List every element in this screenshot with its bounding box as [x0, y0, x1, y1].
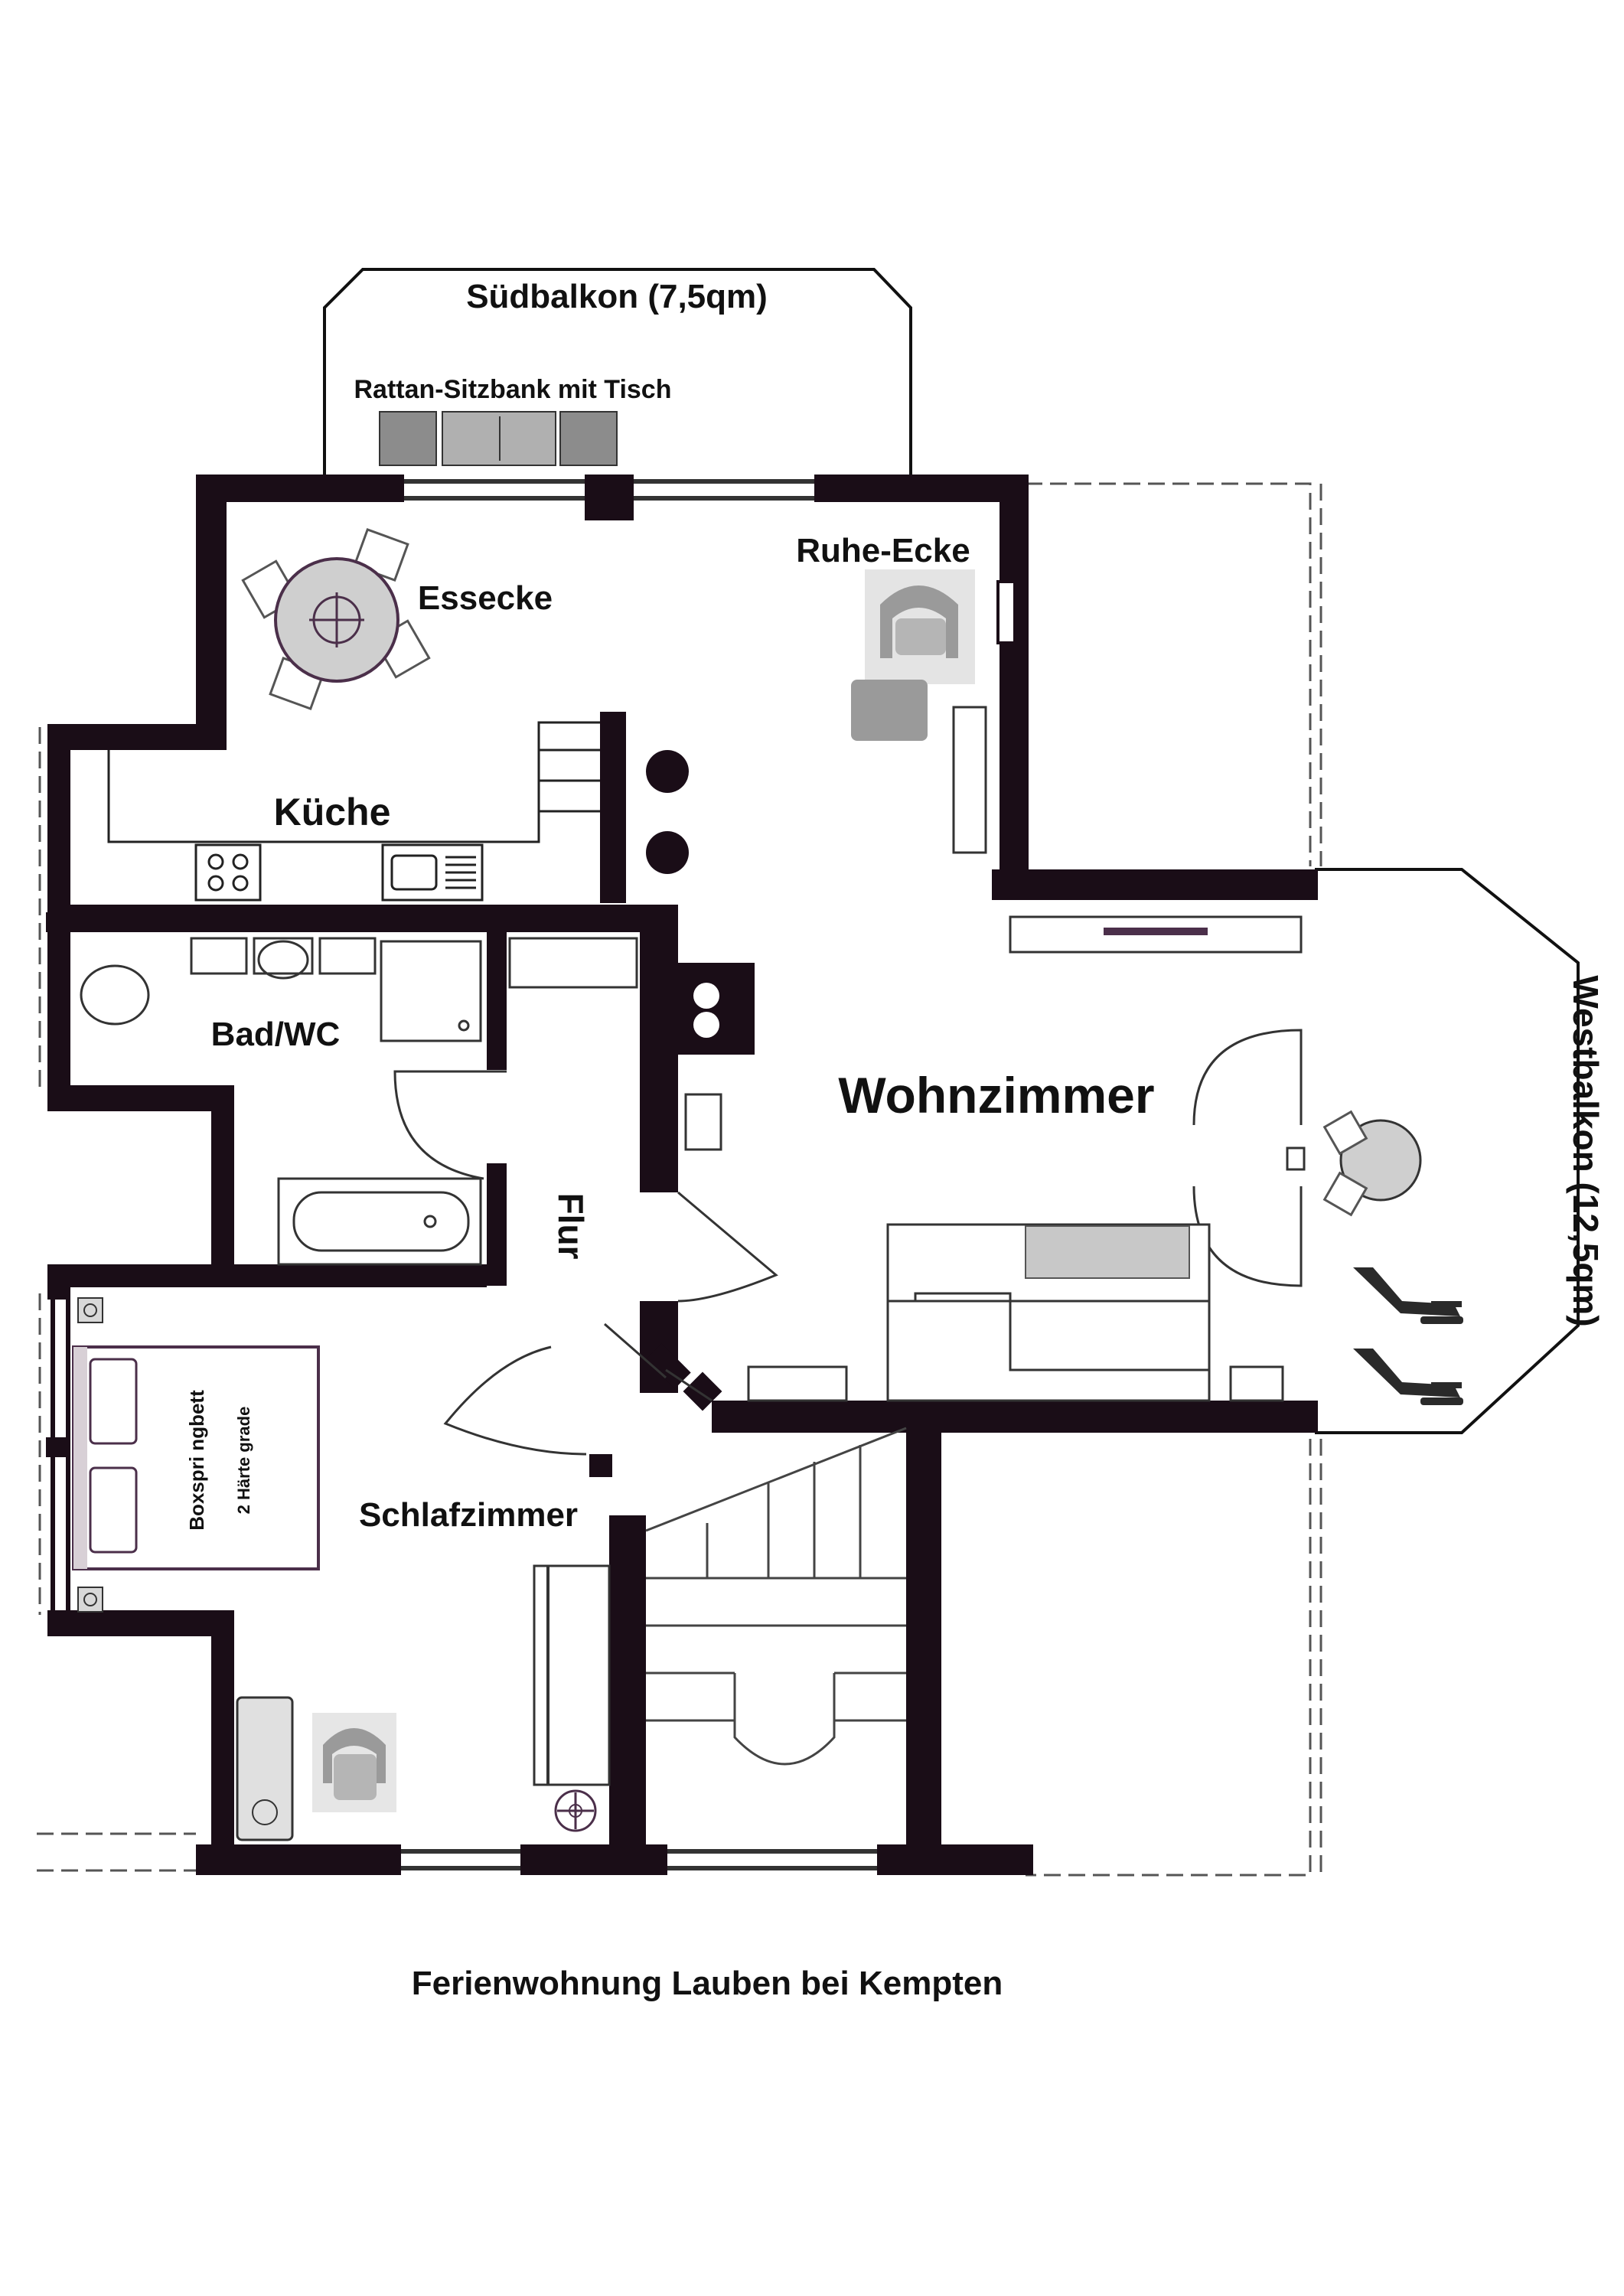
rattan-bench [379, 411, 618, 466]
west-balcony [1315, 868, 1580, 1434]
left-windows [46, 580, 1016, 1613]
kitchen-label: Küche [274, 791, 391, 833]
bed [72, 1297, 320, 1613]
bedroom-label: Schlafzimmer [359, 1496, 578, 1534]
rest-corner-label: Ruhe-Ecke [796, 532, 970, 569]
staircase [645, 1427, 907, 1766]
bathroom-fixtures [80, 937, 638, 1266]
living-room-label: Wohnzimmer [838, 1067, 1154, 1124]
south-balcony [323, 268, 912, 475]
west-balcony-label: Westbalkon (12,5qm) [1566, 975, 1606, 1326]
doors [393, 1029, 1303, 1456]
caption: Ferienwohnung Lauben bei Kempten [412, 1965, 1003, 2002]
overhang-outline [37, 482, 1322, 1878]
hallway-label: Flur [551, 1193, 591, 1260]
south-balcony-label: Südbalkon (7,5qm) [466, 278, 768, 315]
west-balcony-furniture [1322, 1110, 1463, 1405]
bed-name-label: Boxspri ngbett [185, 1390, 208, 1531]
bed-firmness-label: 2 Härte grade [234, 1407, 253, 1515]
bedroom-furniture [236, 1564, 611, 1841]
bar-stools [646, 750, 689, 874]
dining-table [241, 528, 431, 710]
rattan-bench-label: Rattan-Sitzbank mit Tisch [354, 375, 672, 404]
bathroom-label: Bad/WC [211, 1016, 341, 1053]
dining-corner-label: Essecke [418, 579, 553, 617]
living-furniture [684, 915, 1306, 1402]
kitchen-counter [107, 721, 600, 902]
rest-armchair [851, 569, 987, 854]
walls [47, 475, 1318, 1875]
